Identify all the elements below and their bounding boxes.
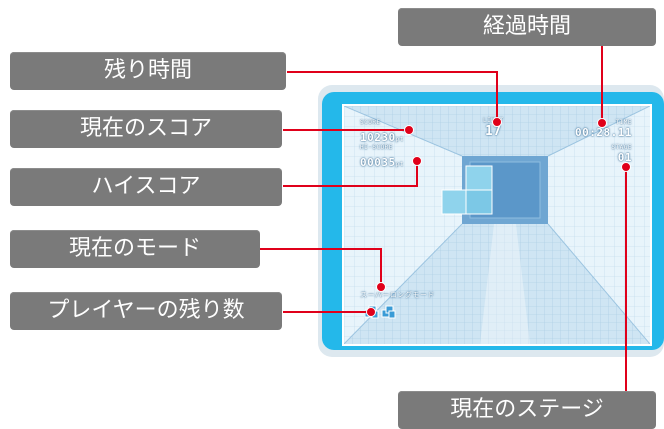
stage-label: STAGE bbox=[611, 144, 632, 151]
score-label: SCORE bbox=[360, 119, 381, 126]
callout-current-score: 現在のスコア bbox=[10, 110, 282, 148]
falling-block bbox=[441, 165, 493, 215]
hiscore-value: 00035 bbox=[360, 156, 396, 169]
callout-current-mode: 現在のモード bbox=[10, 230, 260, 268]
callout-high-score: ハイスコア bbox=[10, 168, 282, 206]
limit-value: 17 bbox=[484, 124, 502, 139]
hiscore-unit: pt bbox=[395, 161, 404, 168]
mode-text: スーパーロングモード bbox=[360, 291, 435, 299]
corridor-graphic bbox=[344, 106, 650, 344]
hiscore-label: HI-SCORE bbox=[360, 144, 393, 151]
callout-current-stage: 現在のステージ bbox=[398, 391, 656, 429]
score-unit: pt bbox=[395, 136, 404, 143]
life-icon bbox=[381, 305, 396, 319]
time-label: TIME bbox=[615, 119, 632, 126]
game-screen: SCORE 10230pt HI-SCORE 00035pt LIMIT 17 … bbox=[342, 104, 652, 346]
time-value: 00:28.11 bbox=[575, 126, 632, 139]
callout-player-lives: プレイヤーの残り数 bbox=[10, 292, 282, 330]
score-value: 10230 bbox=[360, 131, 396, 144]
callout-elapsed-time: 経過時間 bbox=[398, 8, 656, 46]
stage-value: 01 bbox=[617, 151, 632, 164]
callout-remaining-time: 残り時間 bbox=[10, 52, 286, 90]
